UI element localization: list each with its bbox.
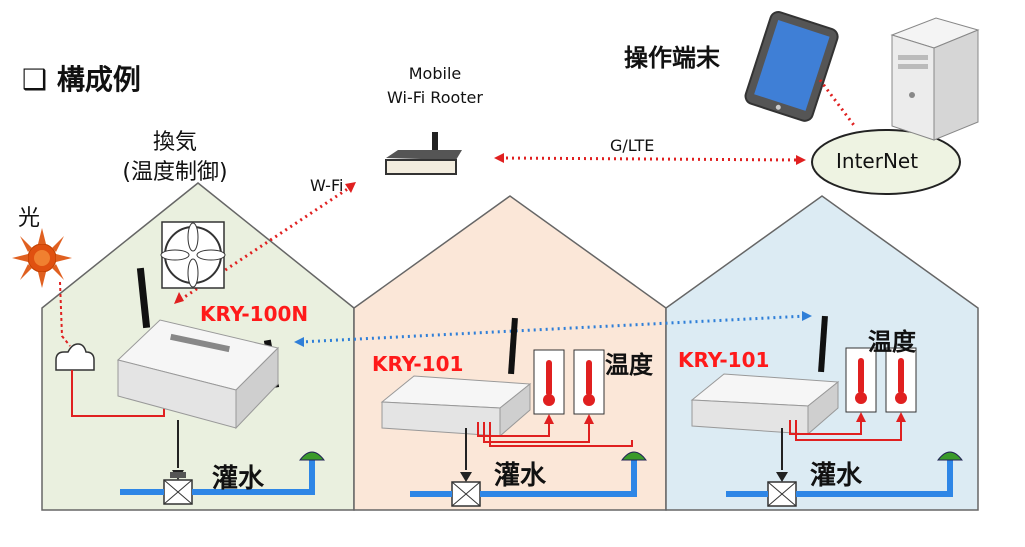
blue-arrow-left (294, 337, 304, 347)
router-icon (385, 132, 462, 175)
temp-wire-2b (795, 418, 902, 441)
ventilation-fan-icon (160, 221, 226, 289)
thermometer-2b (885, 347, 917, 413)
wifi-link (179, 184, 353, 302)
kry-101-device-2 (690, 315, 840, 436)
sprinkler-2 (620, 451, 648, 461)
ventilation-label-line2: (温度制御) (122, 160, 228, 185)
sprinkler-wire-1 (489, 422, 633, 447)
water-pipe-1b (192, 460, 315, 495)
wifi-arrow-top (345, 182, 356, 193)
tablet-icon (744, 11, 839, 122)
light-sensor-icon (55, 343, 95, 371)
lte-arrow-right (796, 155, 806, 165)
ventilation-label-line1: 換気 (152, 130, 197, 155)
wifi-label: W-Fi (310, 176, 344, 195)
watering-label-1: 灌水 (212, 464, 265, 494)
sprinkler-3 (936, 451, 964, 461)
temp-wire-2a (789, 418, 862, 435)
device-label-sub-2: KRY-101 (678, 348, 770, 372)
watering-label-2: 灌水 (494, 461, 547, 491)
kry-101-device-1 (380, 317, 532, 438)
light-label: 光 (18, 206, 41, 231)
device-label-sub-1: KRY-101 (372, 352, 464, 376)
temp-wire-1b (483, 420, 590, 443)
lte-label: G/LTE (610, 136, 655, 155)
light-signal-line (59, 281, 71, 347)
router-label-line1: Mobile (408, 64, 462, 83)
lte-arrow-left (494, 153, 504, 163)
terminal-internet-link (818, 79, 858, 129)
server-icon (890, 17, 980, 141)
water-pipe-2b (480, 460, 637, 497)
water-pipe-3b (796, 460, 953, 497)
terminal-label: 操作端末 (624, 44, 720, 72)
local-wireless-link (299, 314, 807, 344)
lte-link (499, 156, 801, 162)
device-label-main: KRY-100N (200, 302, 309, 326)
router-label: Mobile Wi-Fi Rooter (360, 62, 510, 110)
kry-100n-device (117, 267, 280, 430)
temp-arrow-2a (856, 412, 866, 422)
thermometer-1b (573, 349, 605, 415)
thermometer-1a (533, 349, 565, 415)
thermometer-2a (845, 347, 877, 413)
temp-arrow-2b (896, 412, 906, 422)
sun-icon (12, 228, 72, 288)
blue-arrow-right (802, 311, 812, 321)
sprinkler-1 (298, 451, 326, 461)
temp-arrow-1a (544, 414, 554, 424)
router-label-line2: Wi-Fi Rooter (387, 88, 483, 107)
internet-label: InterNet (836, 149, 919, 173)
page-title: ❑ 構成例 (22, 63, 141, 96)
internet-ellipse (811, 129, 961, 195)
wifi-arrow-bottom (174, 292, 184, 304)
temperature-label-2: 温度 (868, 328, 916, 356)
temperature-label-1: 温度 (605, 351, 653, 379)
light-sensor-wire (71, 370, 165, 417)
ventilation-label: 換気 (温度制御) (100, 128, 250, 188)
temp-arrow-1b (584, 414, 594, 424)
temp-wire-1a (477, 420, 550, 437)
watering-label-3: 灌水 (810, 461, 863, 491)
